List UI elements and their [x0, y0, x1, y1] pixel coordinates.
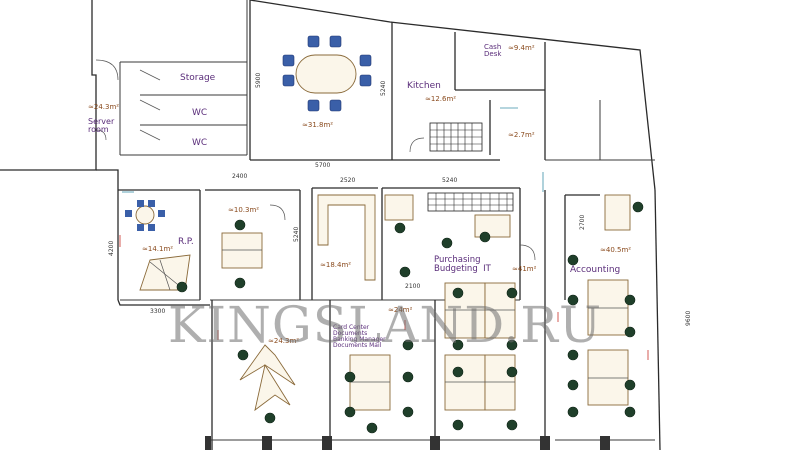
area-label-small: ≈2.7m² [508, 131, 535, 139]
dim-3300: 3300 [150, 308, 166, 315]
area-label-office2: ≈10.3m² [228, 206, 260, 214]
dim-5900: 5900 [255, 72, 262, 88]
office-chairs [176, 201, 644, 434]
room-label-storage: Storage [180, 73, 216, 83]
upper-walls [95, 0, 655, 161]
room-label-cash-desk: Cash Desk [484, 43, 502, 58]
area-label-office3: ≈18.4m² [320, 261, 352, 269]
outer-walls [0, 0, 661, 450]
area-label-accounting: ≈40.5m² [600, 246, 632, 254]
area-label-kitchen: ≈12.6m² [425, 95, 457, 103]
dim-5700: 5700 [315, 162, 331, 169]
purchasing-furniture [384, 192, 514, 238]
room-label-kitchen: Kitchen [407, 81, 441, 91]
dim-9600: 9600 [685, 310, 692, 326]
area-label-server: ≈24.3m² [88, 103, 120, 111]
room-label-accounting: Accounting [570, 265, 621, 275]
area-label-purchasing: ≈41m² [512, 265, 537, 273]
room-label-card-center: Card Center Documents Banking Manager Do… [333, 324, 386, 349]
area-label-meeting: ≈31.8m² [302, 121, 334, 129]
door-markers [119, 107, 649, 360]
dim-4200: 4200 [108, 240, 115, 256]
room-label-server-room: Server room [88, 117, 115, 134]
meeting-chairs [282, 35, 372, 112]
room-label-rp: R.P. [178, 237, 194, 247]
area-label-lower-mid: ≈24m² [388, 306, 413, 314]
room-label-purchasing: Purchasing Budgeting IT [434, 255, 491, 274]
room-label-wc-2: WC [192, 138, 208, 148]
dim-2520: 2520 [340, 177, 356, 184]
dim-2700: 2700 [579, 214, 586, 230]
workstations [349, 194, 631, 411]
watermark: KINGSLAND.RU [168, 296, 603, 354]
area-label-cash: ≈9.4m² [508, 44, 535, 52]
office2-furniture [221, 232, 263, 269]
rp-furniture [125, 200, 191, 291]
dim-2100: 2100 [405, 283, 421, 290]
dim-2400: 2400 [232, 173, 248, 180]
room-label-wc-1: WC [192, 108, 208, 118]
radial-workstations [239, 344, 296, 412]
dim-5240-c: 5240 [293, 226, 300, 242]
area-label-lower-left: ≈24.3m² [268, 337, 300, 345]
area-label-rp: ≈14.1m² [142, 245, 174, 253]
meeting-table [295, 54, 357, 94]
dim-5240-a: 5240 [380, 80, 387, 96]
bottom-windows [205, 436, 610, 450]
office3-furniture [317, 194, 376, 281]
dim-5240-b: 5240 [442, 177, 458, 184]
kitchen-counter [429, 122, 483, 152]
